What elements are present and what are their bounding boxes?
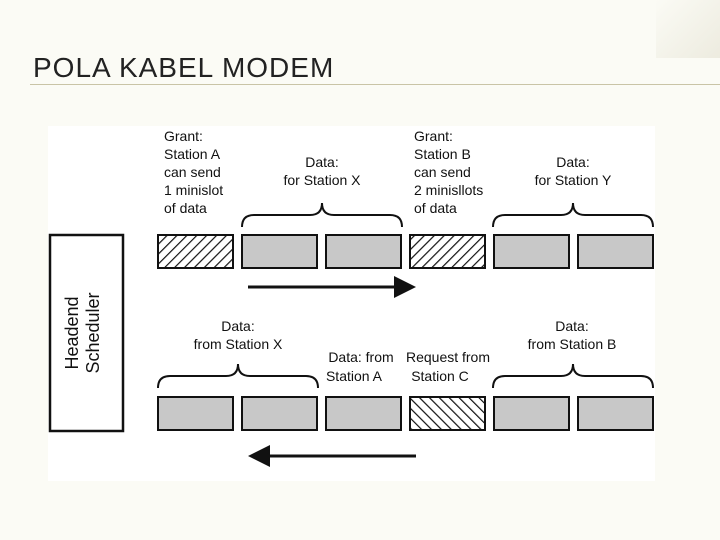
from-a-line-1: Data: from — [328, 349, 393, 365]
upstream-arrow-head — [248, 445, 270, 467]
slide-corner-decoration — [656, 0, 720, 58]
grant-a-line-4: 1 minislot — [164, 182, 223, 198]
request-c-line-1: Request from — [406, 349, 490, 365]
data-y-line-2: for Station Y — [535, 172, 612, 188]
grant-b-line-3: can send — [414, 164, 471, 180]
from-a-line-2: Station A — [326, 368, 383, 384]
grant-a-line-2: Station A — [164, 146, 221, 162]
diagram-canvas: Headend Scheduler Grant: Station A can s… — [48, 128, 654, 467]
data-x-line-2: for Station X — [283, 172, 361, 188]
slot-from-x-1 — [157, 396, 234, 431]
grant-b-line-5: of data — [414, 200, 457, 216]
slot-from-b-2 — [577, 396, 654, 431]
grant-station-b-label: Grant: Station B can send 2 minisllots o… — [414, 128, 483, 216]
grant-a-line-3: can send — [164, 164, 221, 180]
headend-scheduler-box — [48, 233, 125, 433]
from-b-line-2: from Station B — [528, 336, 617, 352]
slot-grant-a — [157, 234, 234, 269]
slot-data-x-2 — [325, 234, 402, 269]
slot-from-a — [325, 396, 402, 431]
data-from-station-x-label: Data: from Station X — [194, 318, 283, 352]
slot-grant-b — [409, 234, 486, 269]
scheduler-label-scheduler: Scheduler — [83, 292, 103, 373]
brace-data-from-x — [157, 363, 319, 389]
from-b-line-1: Data: — [555, 318, 588, 334]
grant-b-line-2: Station B — [414, 146, 471, 162]
request-from-station-c-label: Request from Station C — [406, 349, 490, 384]
title-underline — [30, 84, 720, 85]
grant-b-line-1: Grant: — [414, 128, 453, 144]
slot-data-y-2 — [577, 234, 654, 269]
slot-from-x-2 — [241, 396, 318, 431]
from-x-line-2: from Station X — [194, 336, 283, 352]
data-x-line-1: Data: — [305, 154, 338, 170]
slot-data-x-1 — [241, 234, 318, 269]
slot-request-c — [409, 396, 486, 431]
grant-a-line-5: of data — [164, 200, 207, 216]
grant-a-line-1: Grant: — [164, 128, 203, 144]
data-for-station-x-label: Data: for Station X — [283, 154, 361, 188]
cable-modem-diagram: Headend Scheduler Grant: Station A can s… — [48, 126, 655, 481]
data-from-station-b-label: Data: from Station B — [528, 318, 617, 352]
brace-data-from-b — [492, 363, 654, 389]
slide-title: POLA KABEL MODEM — [33, 52, 335, 83]
data-from-station-a-label: Data: from Station A — [326, 349, 394, 384]
request-c-line-2: Station C — [411, 368, 469, 384]
brace-data-for-x — [241, 202, 403, 228]
grant-b-line-4: 2 minisllots — [414, 182, 483, 198]
brace-data-for-y — [492, 202, 654, 228]
downstream-arrow-head — [394, 276, 416, 298]
data-y-line-1: Data: — [556, 154, 589, 170]
slot-data-y-1 — [493, 234, 570, 269]
slot-from-b-1 — [493, 396, 570, 431]
from-x-line-1: Data: — [221, 318, 254, 334]
grant-station-a-label: Grant: Station A can send 1 minislot of … — [164, 128, 223, 216]
scheduler-label-headend: Headend — [62, 296, 82, 369]
data-for-station-y-label: Data: for Station Y — [535, 154, 612, 188]
